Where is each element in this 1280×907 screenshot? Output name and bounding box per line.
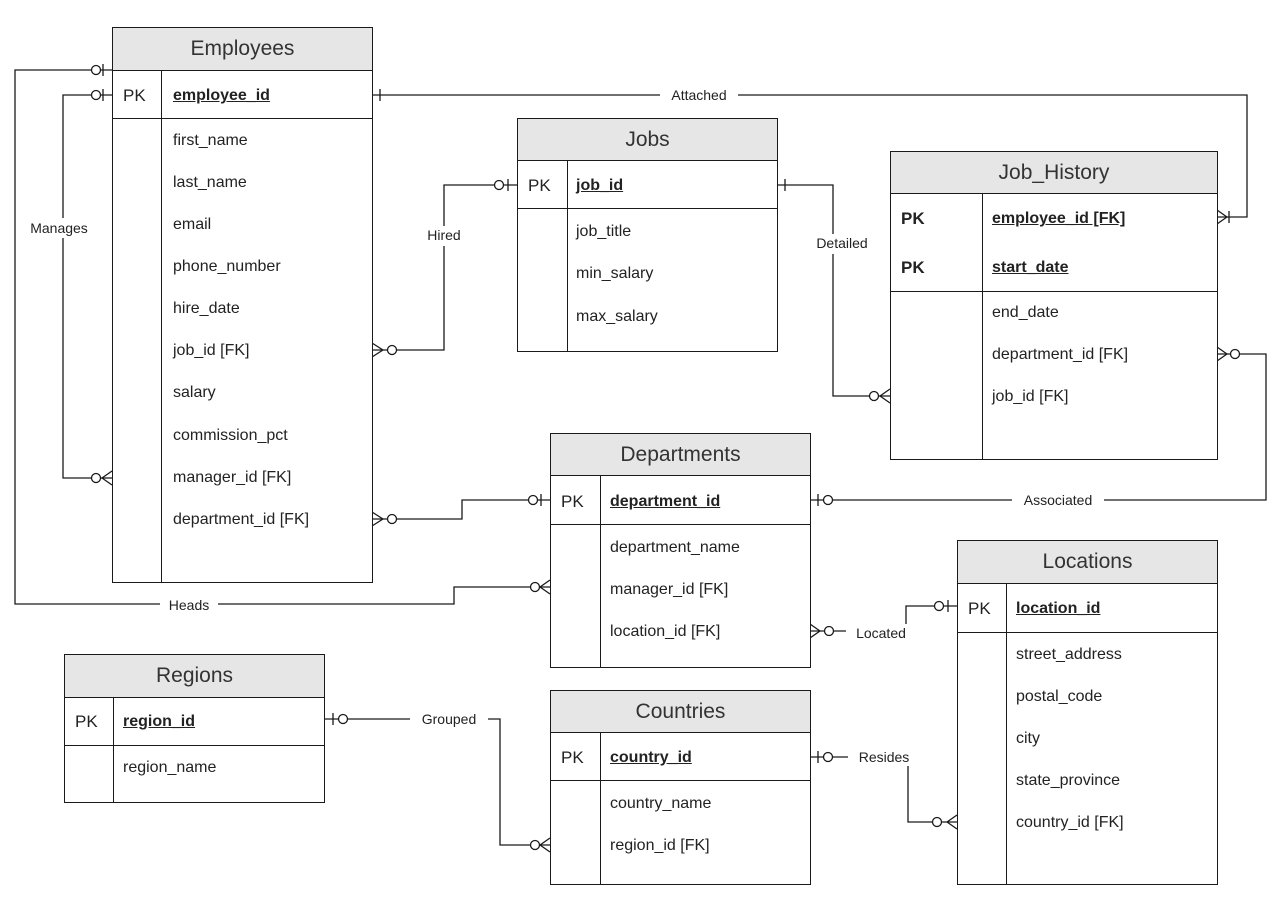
- field: end_date: [992, 304, 1059, 321]
- link-grouped: [325, 718, 550, 846]
- link-heads: [14, 69, 550, 605]
- entity-title: Departments: [551, 434, 810, 476]
- field: phone_number: [173, 258, 281, 275]
- field: min_salary: [576, 265, 654, 282]
- pk-label: PK: [561, 748, 584, 767]
- entity-jobs[interactable]: Jobs PK job_id job_title min_salary max_…: [517, 118, 778, 352]
- entity-title: Countries: [551, 691, 810, 733]
- link-dept-emp: [372, 499, 550, 520]
- field: department_id [FK]: [173, 511, 310, 528]
- field: street_address: [1016, 646, 1122, 663]
- pk-label: PK: [123, 86, 146, 105]
- label-grouped: Grouped: [422, 711, 476, 727]
- label-detailed: Detailed: [816, 235, 867, 251]
- pk-label: PK: [901, 209, 925, 228]
- pk-label: PK: [75, 712, 98, 731]
- field: job_id [FK]: [173, 342, 250, 359]
- primary-key: employee_id: [173, 87, 270, 104]
- field: state_province: [1016, 772, 1121, 789]
- entity-title: Employees: [113, 28, 372, 71]
- primary-key: region_id: [123, 713, 196, 730]
- label-attached: Attached: [671, 87, 726, 103]
- label-located: Located: [856, 625, 906, 641]
- entity-employees[interactable]: Employees PK employee_id first_name last…: [112, 27, 373, 583]
- field: max_salary: [576, 308, 658, 325]
- field: hire_date: [173, 300, 240, 317]
- entity-title: Job_History: [891, 152, 1217, 194]
- primary-key: location_id: [1016, 600, 1101, 617]
- field: department_id [FK]: [992, 346, 1129, 363]
- field: region_id [FK]: [610, 837, 710, 854]
- link-detailed: [777, 184, 890, 397]
- field: job_title: [576, 223, 632, 240]
- link-manages: [62, 94, 112, 479]
- label-hired: Hired: [427, 227, 460, 243]
- field: postal_code: [1016, 688, 1103, 705]
- field: last_name: [173, 174, 247, 191]
- pk-label: PK: [528, 176, 551, 195]
- field: email: [173, 216, 212, 233]
- primary-key: start_date: [992, 259, 1069, 276]
- pk-label: PK: [901, 258, 925, 277]
- label-associated: Associated: [1024, 492, 1092, 508]
- primary-key: country_id: [610, 749, 692, 766]
- label-heads: Heads: [169, 597, 209, 613]
- link-hired: [372, 184, 517, 351]
- primary-key: employee_id [FK]: [992, 210, 1126, 227]
- entity-title: Jobs: [518, 119, 777, 161]
- field: country_id [FK]: [1016, 814, 1124, 831]
- entity-departments[interactable]: Departments PK department_id department_…: [550, 433, 811, 668]
- pk-label: PK: [968, 599, 991, 618]
- entity-job-history[interactable]: Job_History PK employee_id [FK] PK start…: [890, 151, 1218, 460]
- field: manager_id [FK]: [173, 469, 292, 486]
- field: first_name: [173, 132, 248, 149]
- field: salary: [173, 384, 216, 401]
- field: location_id [FK]: [610, 623, 721, 640]
- field: department_name: [610, 539, 740, 556]
- link-attached: [372, 94, 1248, 218]
- entity-locations[interactable]: Locations PK location_id street_address …: [957, 540, 1218, 885]
- pk-label: PK: [561, 492, 584, 511]
- link-resides: [810, 756, 957, 823]
- label-resides: Resides: [859, 749, 910, 765]
- field: job_id [FK]: [992, 388, 1069, 405]
- field: region_name: [123, 759, 217, 776]
- field: commission_pct: [173, 427, 288, 444]
- entity-title: Regions: [65, 655, 324, 698]
- primary-key: job_id: [576, 177, 624, 194]
- entity-regions[interactable]: Regions PK region_id region_name: [64, 654, 325, 803]
- field: manager_id [FK]: [610, 581, 729, 598]
- field: country_name: [610, 795, 712, 812]
- label-manages: Manages: [30, 220, 88, 236]
- primary-key: department_id: [610, 493, 721, 510]
- entity-title: Locations: [958, 541, 1217, 584]
- entity-countries[interactable]: Countries PK country_id country_name reg…: [550, 690, 811, 885]
- field: city: [1016, 730, 1040, 747]
